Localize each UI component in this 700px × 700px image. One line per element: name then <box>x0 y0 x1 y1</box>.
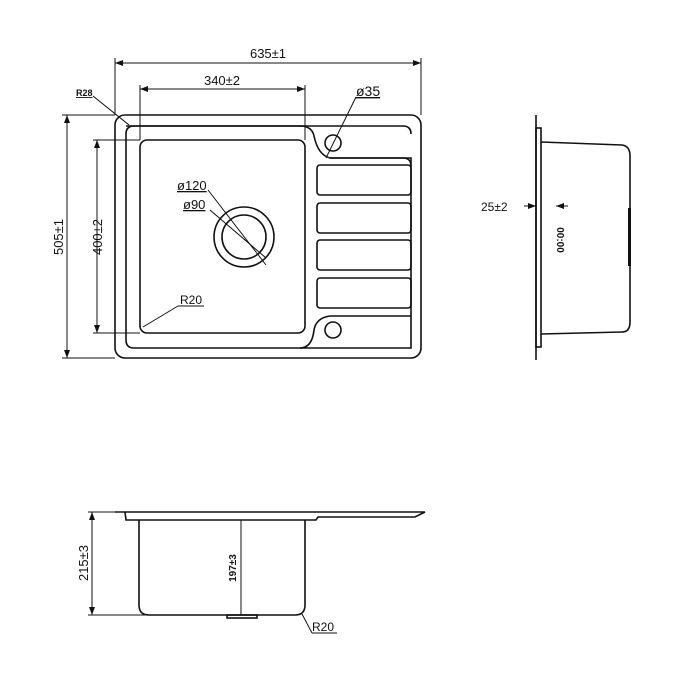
overall-depth-label: 505±1 <box>51 219 66 255</box>
bowl-height-label: 197±3 <box>228 554 239 582</box>
front-top-plate <box>115 511 426 521</box>
drain-inner-label: ø90 <box>183 197 205 212</box>
drainer-groove <box>316 202 412 234</box>
side-view: 25±2 00:00 <box>481 115 631 360</box>
bowl-width-label: 340±2 <box>204 73 240 88</box>
corner-radius-label: R28 <box>76 88 93 98</box>
tap-hole-label: ø35 <box>356 83 380 99</box>
bowl-radius-label: R20 <box>180 293 202 307</box>
rotated-label: 00:00 <box>554 227 565 253</box>
sink-outline <box>114 114 422 359</box>
drainer-groove <box>316 277 412 309</box>
drain-inner <box>221 214 267 260</box>
overflow-hole <box>324 321 342 339</box>
drain-bump <box>628 208 631 266</box>
drain-outer-label: ø120 <box>177 178 207 193</box>
top-view: 635±1 340±2 505±1 400±2 R28 ø35 ø120 ø90… <box>51 46 422 359</box>
flange-offset-label: 25±2 <box>481 200 508 214</box>
front-drain <box>226 614 258 619</box>
front-bowl <box>138 520 306 616</box>
front-view: 197±3 215±3 R20 <box>76 511 426 634</box>
drainer-groove <box>316 164 412 196</box>
inner-rim <box>125 125 412 349</box>
bowl <box>139 139 306 334</box>
drainer-groove <box>316 239 412 271</box>
bottom-radius-label: R20 <box>312 620 334 634</box>
tap-hole <box>324 134 342 152</box>
overall-width-label: 635±1 <box>250 46 286 61</box>
flange <box>535 127 542 348</box>
drain-outer <box>213 206 275 268</box>
bowl-depth-label: 400±2 <box>90 219 105 255</box>
total-height-label: 215±3 <box>76 545 91 581</box>
